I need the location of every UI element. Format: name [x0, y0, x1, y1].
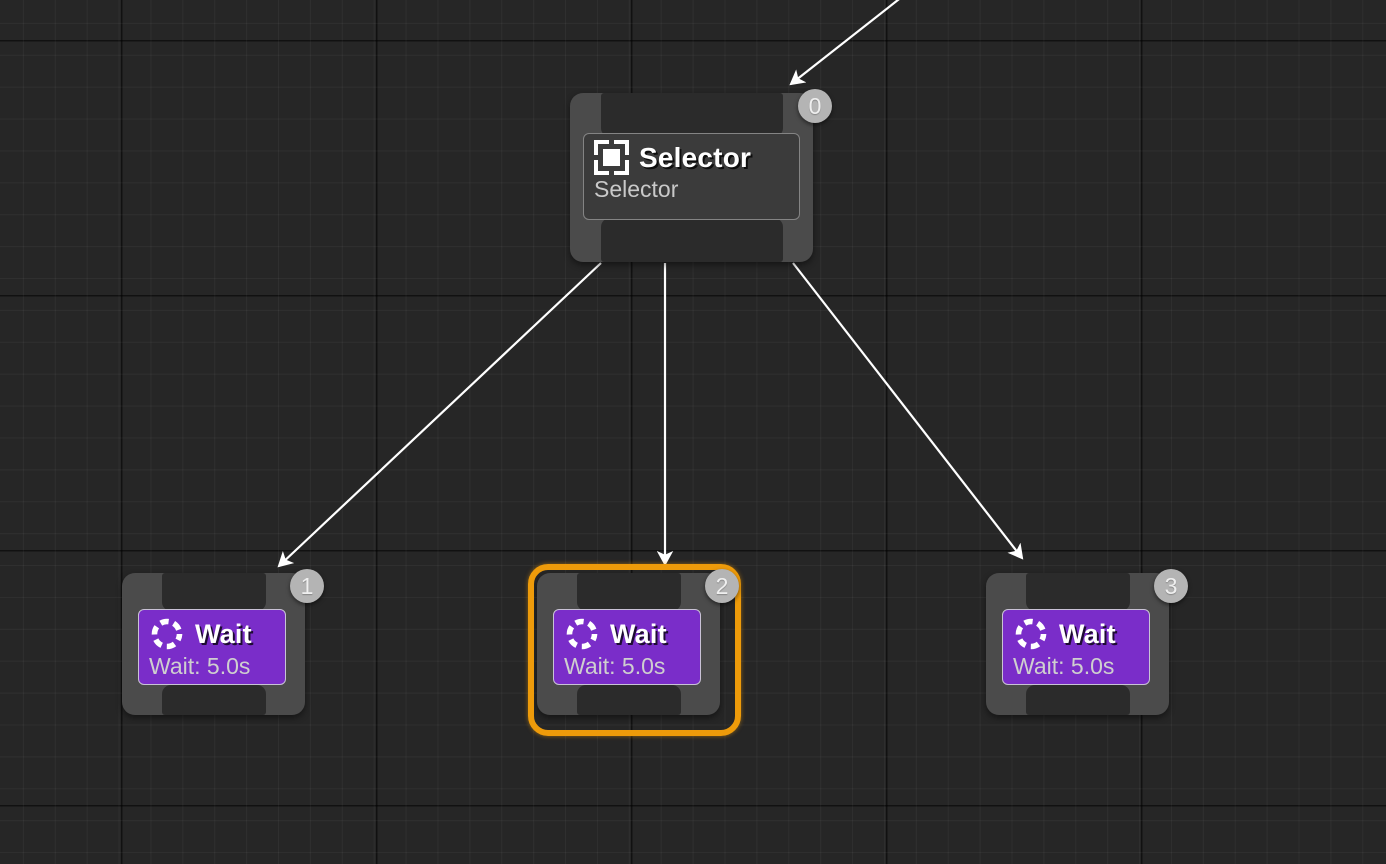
edge-selector-to-wait-3	[792, 262, 1024, 560]
node-title: Wait	[610, 618, 667, 649]
input-pin[interactable]	[161, 573, 266, 611]
node-selector[interactable]: Selector Selector 0	[570, 89, 832, 262]
node-index-badge: 3	[1154, 569, 1188, 603]
node-wait-2[interactable]: Wait Wait: 5.0s 2	[528, 564, 741, 736]
edge-selector-to-wait-1	[277, 262, 602, 568]
node-title-row: Wait	[1003, 610, 1149, 654]
node-subtitle: Wait: 5.0s	[564, 653, 666, 679]
node-title: Selector	[639, 141, 752, 173]
output-pin[interactable]	[576, 685, 681, 715]
node-title-row: Wait	[139, 610, 285, 654]
node-body[interactable]: Wait Wait: 5.0s	[553, 609, 701, 685]
node-title: Wait	[1059, 618, 1116, 649]
node-index-badge: 2	[705, 569, 739, 603]
node-subtitle: Selector	[594, 176, 679, 202]
node-wait-3[interactable]: Wait Wait: 5.0s 3	[986, 569, 1188, 715]
node-title-row: Wait	[554, 610, 700, 654]
node-title: Wait	[195, 618, 252, 649]
input-pin[interactable]	[600, 93, 783, 137]
node-index-badge: 0	[798, 89, 832, 123]
node-subtitle: Wait: 5.0s	[149, 653, 251, 679]
node-title-row: Selector	[584, 134, 799, 177]
output-pin[interactable]	[600, 218, 783, 262]
wait-spinner-icon	[564, 616, 600, 652]
edge-into-selector	[789, 0, 900, 86]
selector-icon	[594, 140, 629, 175]
node-index-badge: 1	[290, 569, 324, 603]
selection-highlight-ring	[528, 564, 741, 736]
output-pin[interactable]	[1025, 685, 1130, 715]
node-body[interactable]: Selector Selector	[583, 133, 800, 220]
node-subtitle: Wait: 5.0s	[1013, 653, 1115, 679]
node-wait-1[interactable]: Wait Wait: 5.0s 1	[122, 569, 324, 715]
node-body[interactable]: Wait Wait: 5.0s	[1002, 609, 1150, 685]
wait-spinner-icon	[149, 616, 185, 652]
node-body[interactable]: Wait Wait: 5.0s	[138, 609, 286, 685]
input-pin[interactable]	[1025, 573, 1130, 611]
input-pin[interactable]	[576, 573, 681, 611]
output-pin[interactable]	[161, 685, 266, 715]
wait-spinner-icon	[1013, 616, 1049, 652]
